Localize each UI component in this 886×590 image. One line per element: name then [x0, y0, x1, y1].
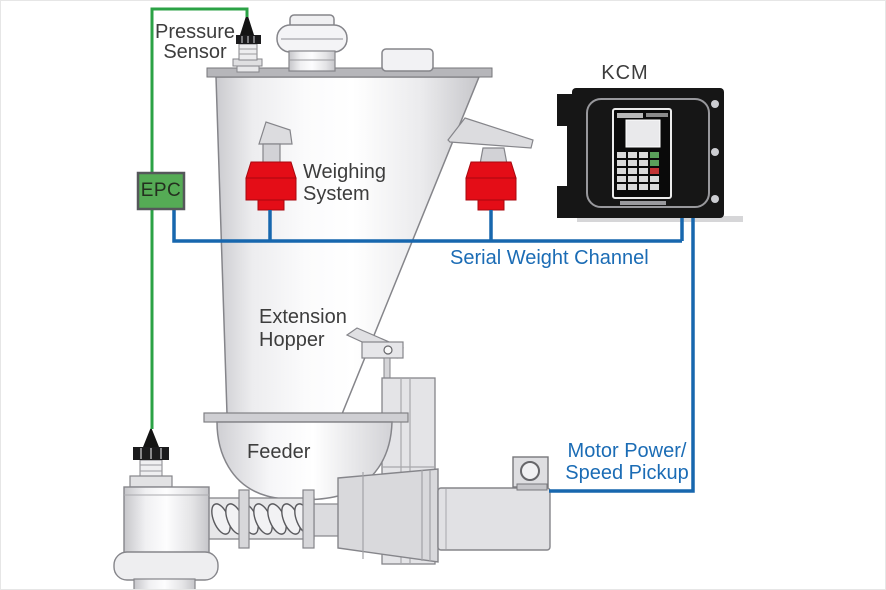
serial-weight-channel-label: Serial Weight Channel — [450, 247, 649, 270]
weigh-bracket-left — [258, 121, 293, 164]
weighing-system-label-line1: Weighing — [303, 161, 387, 183]
wiring — [150, 7, 695, 493]
brand-mark — [646, 113, 668, 117]
extension-hopper-label-line1: Extension — [259, 306, 347, 328]
serial-weight-channel-wire — [172, 209, 682, 243]
inlet-stub — [381, 48, 434, 72]
pivot-hole — [383, 345, 393, 355]
screw-conveyor — [206, 489, 341, 549]
motor-power-speed-pickup-label: Motor Power/ Speed Pickup — [557, 440, 697, 484]
bellows-lower — [113, 551, 219, 581]
motor-power-label-line1: Motor Power/ — [567, 440, 687, 462]
sensor-tip — [240, 13, 254, 35]
kcm-label: KCM — [584, 62, 666, 85]
pressure-sensor-label-line1: Pressure — [154, 21, 236, 43]
kcm-face-outline — [586, 98, 710, 208]
epc-box — [136, 171, 186, 211]
sensor-tip — [143, 427, 159, 447]
feeder-label: Feeder — [247, 441, 310, 464]
screw-hole — [711, 195, 719, 203]
kcm-controller — [557, 88, 743, 222]
drive-shaft — [313, 503, 341, 537]
extension-hopper-label: Extension Hopper — [259, 306, 347, 352]
kcm-label-text: KCM — [601, 62, 649, 84]
motor-power-wire — [549, 218, 695, 493]
pressure-sensor-label: Pressure Sensor — [147, 22, 243, 62]
motor-power-label-line2: Speed Pickup — [565, 462, 689, 484]
pressure-sensor-lower — [133, 427, 169, 460]
hopper-lid — [206, 67, 493, 78]
pickup-port — [520, 461, 540, 481]
tube-flange-left — [238, 489, 250, 549]
load-cell-right — [465, 161, 517, 211]
pressure-sensor-label-line2: Sensor — [163, 41, 227, 63]
feeder-label-text: Feeder — [247, 441, 311, 463]
epc-label-text: EPC — [140, 179, 182, 201]
speed-pickup-box — [512, 456, 549, 491]
motor-housing — [437, 487, 551, 551]
brand-mark — [620, 201, 666, 205]
bellows-inlet — [276, 14, 348, 72]
hopper-cone — [215, 76, 481, 415]
extension-hopper-label-line2: Hopper — [259, 329, 325, 351]
serial-weight-channel-text: Serial Weight Channel — [450, 247, 649, 269]
motor-assembly — [337, 456, 551, 563]
kcm-keys — [617, 152, 659, 190]
tube-flange-right — [302, 489, 315, 549]
weighing-system-label-line2: System — [303, 183, 370, 205]
kcm-keypad-panel — [612, 108, 672, 205]
weighing-system-label: Weighing System — [303, 161, 386, 205]
screw-hole — [711, 100, 719, 108]
kcm-shadow — [577, 216, 743, 222]
epc-label: EPC — [138, 172, 184, 209]
kcm-display — [625, 119, 661, 148]
pressure-sensor-top — [232, 13, 263, 73]
screw-hole — [711, 148, 719, 156]
discharge-tube — [113, 427, 219, 589]
green-wire-top — [150, 7, 249, 173]
load-cell-left — [245, 161, 297, 211]
brand-mark — [617, 113, 643, 118]
weigh-bracket-right — [447, 117, 534, 165]
gearbox-taper — [337, 468, 439, 563]
